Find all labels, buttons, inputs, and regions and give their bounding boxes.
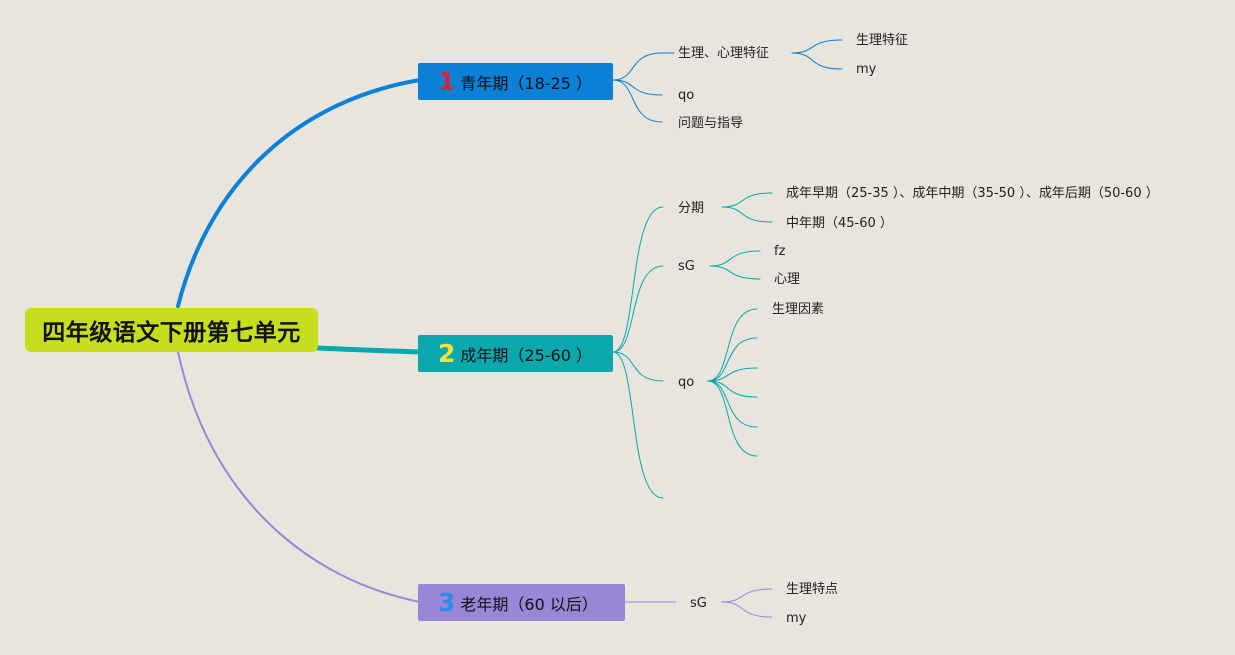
- connector-b1-c1: [612, 52, 663, 81]
- connector-b2-g3: [709, 250, 761, 267]
- branch-label-2: 成年期（25-60 ）: [460, 345, 592, 365]
- branch-number-2: 2: [438, 339, 456, 368]
- connector-b1-c3: [612, 79, 663, 123]
- connector-b2-qo-6: [707, 380, 758, 457]
- subtopic-psychology[interactable]: 心理: [774, 272, 801, 287]
- subtopic-problems-guidance[interactable]: 问题与指导: [678, 116, 744, 131]
- subtopic-qo-2[interactable]: qo: [678, 375, 695, 390]
- subtopic-my-3[interactable]: my: [786, 611, 807, 626]
- subtopic-my-1[interactable]: my: [856, 62, 877, 77]
- branch-number-3: 3: [438, 588, 456, 617]
- connector-root-branch2: [315, 345, 423, 355]
- connector-b2-g1: [721, 192, 773, 208]
- connector-b2-qo-3: [707, 367, 758, 382]
- branch-label-3: 老年期（60 以后）: [460, 594, 598, 614]
- connector-b2-c1: [612, 206, 664, 353]
- subtopic-qo-1[interactable]: qo: [678, 88, 695, 103]
- subtopic-physio-factors[interactable]: 生理因素: [772, 302, 825, 317]
- connector-b2-c2: [612, 265, 664, 353]
- connector-b2-qo-1: [707, 308, 758, 382]
- subtopic-sg-2[interactable]: sG: [678, 259, 695, 274]
- connector-root-branch1: [176, 78, 422, 308]
- branch-number-1: 1: [438, 67, 456, 96]
- subtopic-fz[interactable]: fz: [774, 244, 786, 259]
- connector-b2-c3: [612, 351, 664, 382]
- connector-b1-g1: [791, 39, 843, 54]
- connector-b1-g2: [791, 52, 843, 70]
- branch-topic-2[interactable]: 2 成年期（25-60 ）: [418, 335, 613, 372]
- connector-b2-qo-5: [707, 380, 758, 428]
- connector-b2-g4: [709, 265, 761, 280]
- subtopic-physio-features[interactable]: 生理特点: [786, 582, 839, 597]
- subtopic-sg-3[interactable]: sG: [690, 596, 707, 611]
- root-topic-label: 四年级语文下册第七单元: [42, 320, 301, 346]
- connector-b2-qo-2: [707, 337, 758, 382]
- connector-b2-g2: [721, 206, 773, 223]
- subtopic-physio-traits[interactable]: 生理特征: [856, 33, 909, 48]
- connector-b2-qo-4: [707, 380, 758, 398]
- subtopic-middle-age[interactable]: 中年期（45-60 ）: [786, 216, 893, 231]
- branch-label-1: 青年期（18-25 ）: [460, 73, 592, 93]
- connector-b3-g2: [721, 601, 773, 618]
- connector-root-branch3: [177, 351, 421, 603]
- connector-b1-c2: [612, 79, 663, 96]
- connector-b3-g1: [721, 588, 773, 603]
- subtopic-physio-psych-traits[interactable]: 生理、心理特征: [678, 46, 770, 61]
- connector-b2-c4: [612, 351, 664, 499]
- subtopic-stages[interactable]: 分期: [678, 201, 705, 216]
- branch-topic-3[interactable]: 3 老年期（60 以后）: [418, 584, 625, 621]
- branch-topic-1[interactable]: 1 青年期（18-25 ）: [418, 63, 613, 100]
- root-topic[interactable]: 四年级语文下册第七单元: [25, 308, 318, 352]
- subtopic-adult-stages[interactable]: 成年早期（25-35 ）、成年中期（35-50 ）、成年后期（50-60 ）: [786, 186, 1159, 201]
